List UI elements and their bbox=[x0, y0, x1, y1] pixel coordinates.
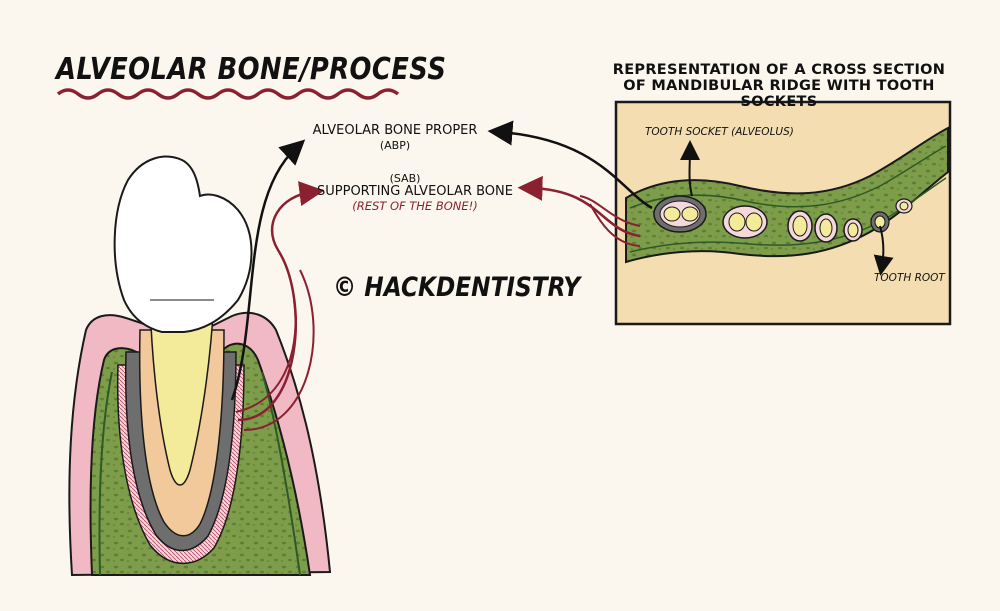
sab-arrow-from-section bbox=[517, 175, 641, 238]
tooth-socket-2 bbox=[722, 205, 768, 239]
socket-callout-arrow bbox=[679, 140, 700, 197]
title-underline bbox=[56, 88, 400, 100]
root-callout-arrow bbox=[873, 225, 894, 276]
abp-label: ALVEOLAR BONE PROPER bbox=[312, 123, 478, 138]
cross-section-panel bbox=[614, 100, 952, 326]
tooth-socket-1 bbox=[653, 195, 707, 233]
sab-label: SUPPORTING ALVEOLAR BONE bbox=[317, 184, 513, 199]
sab-note: (REST OF THE BONE!) bbox=[352, 199, 478, 213]
sab-arrow-from-tooth bbox=[237, 181, 325, 422]
tooth-socket-3 bbox=[787, 210, 813, 242]
abp-abbreviation: (ABP) bbox=[379, 139, 411, 152]
tooth-socket-label: TOOTH SOCKET (ALVEOLUS) bbox=[645, 126, 794, 138]
abp-arrow-from-section bbox=[487, 120, 653, 210]
tooth-socket-6 bbox=[870, 211, 890, 233]
cross-section-title: REPRESENTATION OF A CROSS SECTION OF MAN… bbox=[612, 62, 946, 110]
tooth-socket-4 bbox=[814, 213, 838, 243]
tooth-root-label: TOOTH ROOT bbox=[874, 272, 945, 284]
abp-arrow-from-tooth bbox=[230, 139, 306, 401]
tooth-illustration bbox=[68, 155, 332, 577]
tooth-crown bbox=[113, 155, 253, 333]
tooth-socket-7 bbox=[895, 198, 913, 214]
tooth-dentin bbox=[149, 299, 215, 486]
page-title: ALVEOLAR BONE/PROCESS bbox=[56, 52, 447, 87]
tooth-socket-5 bbox=[843, 218, 863, 242]
sab-abbreviation: (SAB) bbox=[389, 172, 421, 185]
copyright-watermark: © HACKDENTISTRY bbox=[333, 272, 581, 303]
